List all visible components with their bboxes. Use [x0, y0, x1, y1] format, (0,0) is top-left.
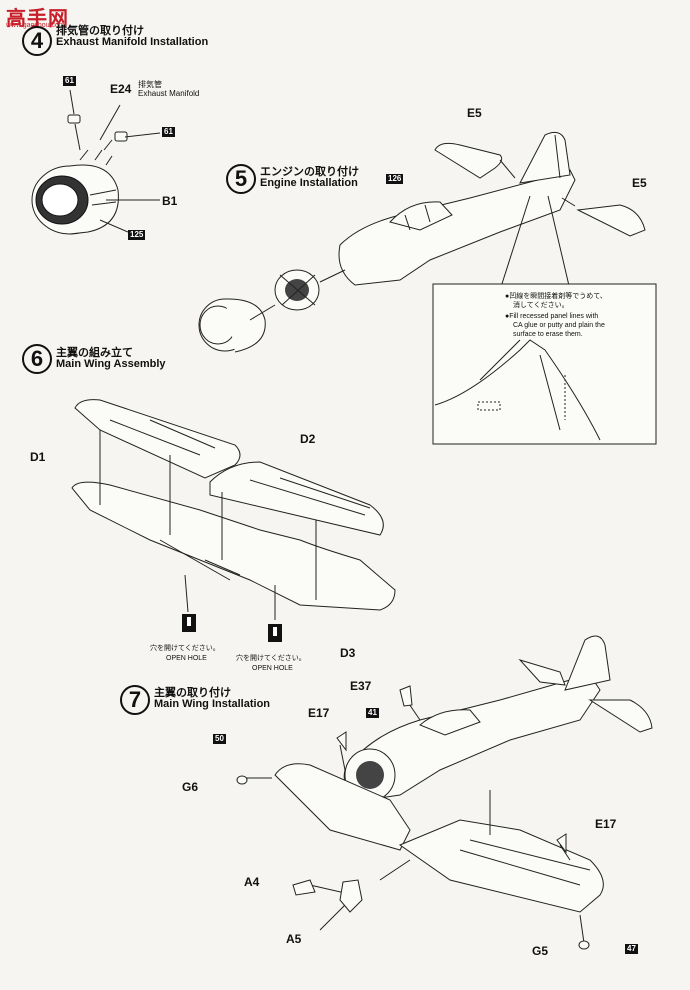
part-e37-label: E37	[350, 679, 372, 693]
step6-title-en: Main Wing Assembly	[56, 358, 166, 370]
open-hole-jp-2: 穴を開けてください。	[236, 655, 306, 662]
part-e17-left-label: E17	[308, 706, 330, 720]
part-d2-label: D2	[300, 432, 316, 446]
step4-title-en: Exhaust Manifold Installation	[56, 36, 209, 48]
open-hole-en-2: OPEN HOLE	[252, 665, 293, 672]
step7-title-en: Main Wing Installation	[154, 698, 271, 710]
note-jp-line2: 消してください。	[513, 302, 569, 309]
part-d3-label: D3	[340, 646, 356, 660]
step6-drawing	[71, 399, 396, 620]
part-a4-label: A4	[244, 875, 260, 889]
open-hole-en-1: OPEN HOLE	[166, 655, 207, 662]
step7-number: 7	[120, 685, 150, 715]
drill-icon	[268, 624, 282, 642]
step7-title-jp: 主翼の取り付け	[154, 687, 231, 699]
step6-title-jp: 主翼の組み立て	[56, 347, 133, 359]
part-g6-label: G6	[182, 780, 199, 794]
paint-code-61-a: 61	[63, 76, 76, 86]
step5-number: 5	[226, 164, 256, 194]
step5-title-en: Engine Installation	[260, 177, 358, 189]
part-e24-en: Exhaust Manifold	[138, 89, 200, 98]
part-d1-label: D1	[30, 450, 46, 464]
watermark-logo: 高手网	[6, 8, 69, 30]
part-e24-jp: 排気管	[138, 80, 162, 89]
paint-code-125: 125	[128, 230, 146, 240]
step4-number: 4	[22, 26, 52, 56]
watermark-url: www.gaoshou.com	[6, 22, 65, 29]
step7-drawing	[236, 635, 653, 950]
step6-number: 6	[22, 344, 52, 374]
part-e5-top-label: E5	[467, 106, 482, 120]
part-e5-right-label: E5	[632, 176, 647, 190]
part-g5-label: G5	[532, 944, 549, 958]
step5-drawing	[198, 131, 657, 445]
part-e24-label: E24	[110, 82, 132, 96]
note-jp-line1: ●凹線を瞬間接着剤等でうめて、	[505, 293, 607, 300]
drill-icon	[182, 614, 196, 632]
note-en-line3: surface to erase them.	[513, 331, 583, 338]
note-en-line2: CA glue or putty and plain the	[513, 322, 605, 329]
paint-code-61-b: 61	[162, 127, 175, 137]
step5-title-jp: エンジンの取り付け	[260, 166, 359, 178]
part-b1-label: B1	[162, 194, 178, 208]
step4-title-jp: 排気管の取り付け	[56, 25, 144, 37]
open-hole-jp-1: 穴を開けてください。	[150, 645, 220, 652]
part-a5-label: A5	[286, 932, 302, 946]
part-e17-right-label: E17	[595, 817, 617, 831]
paint-code-47: 47	[625, 944, 638, 954]
paint-code-41: 41	[366, 708, 379, 718]
note-en-line1: ●Fill recessed panel lines with	[505, 313, 599, 320]
paint-code-50: 50	[213, 734, 226, 744]
paint-code-126: 126	[386, 174, 404, 184]
step4-drawing	[31, 89, 161, 235]
